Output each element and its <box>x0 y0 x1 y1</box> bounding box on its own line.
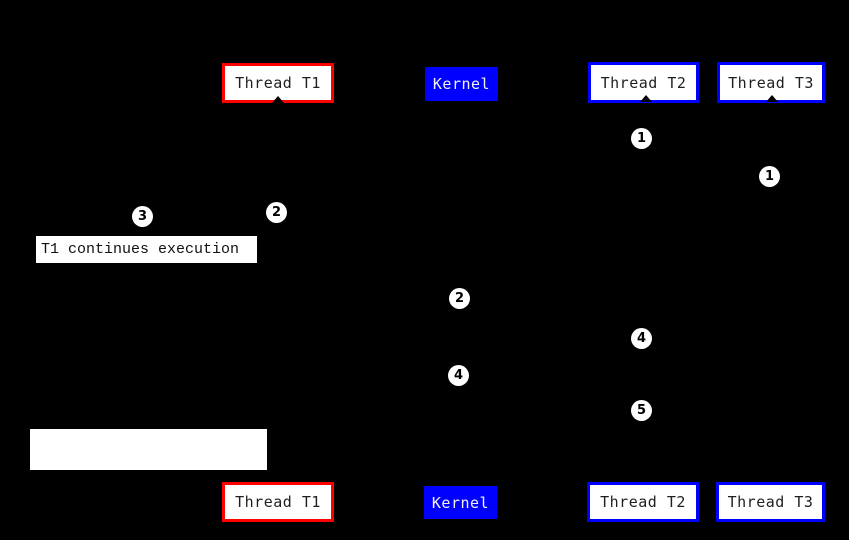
kernel-box-top: Kernel <box>425 67 498 101</box>
thread-t3-box-bottom: Thread T3 <box>716 482 825 522</box>
arrowhead-notch <box>272 96 284 103</box>
blank-label-box <box>30 429 267 470</box>
t1-continues-label: T1 continues execution <box>36 236 257 263</box>
step-marker-1: 1 <box>631 128 652 149</box>
thread-t1-box-bottom: Thread T1 <box>222 482 334 522</box>
step-marker-4: 4 <box>631 328 652 349</box>
arrowhead-notch <box>766 95 778 102</box>
step-marker-2: 2 <box>266 202 287 223</box>
step-marker-1b: 1 <box>759 166 780 187</box>
kernel-box-bottom: Kernel <box>424 486 497 519</box>
step-marker-4b: 4 <box>448 365 469 386</box>
step-marker-5: 5 <box>631 400 652 421</box>
arrowhead-notch <box>640 95 652 102</box>
step-marker-3: 3 <box>132 206 153 227</box>
step-marker-2b: 2 <box>449 288 470 309</box>
thread-t2-box-bottom: Thread T2 <box>587 482 699 522</box>
